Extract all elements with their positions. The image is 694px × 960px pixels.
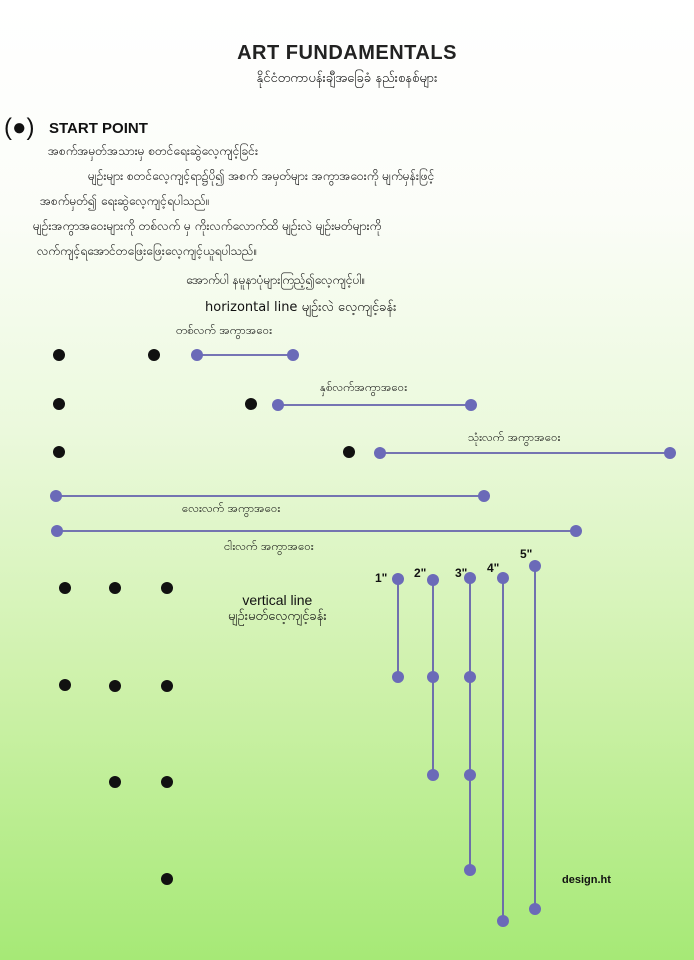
black-dot — [109, 582, 121, 594]
vertical-length-label: 4" — [487, 561, 500, 575]
horizontal-distance-label: နှစ်လက်အကွာအဝေး — [320, 380, 408, 394]
line-endpoint — [50, 490, 62, 502]
vertical-caption-en: vertical line — [242, 592, 313, 608]
paragraph-line: လက်ကျင့်ရအောင်တဖြေးဖြေးလေ့ကျင့်ယူရပါသည်။ — [37, 244, 258, 258]
horizontal-distance-label: လေးလက် အကွာအဝေး — [182, 501, 281, 515]
page-subtitle: နိုင်ငံတကာပန်းချီအခြေခံ နည်းစနစ်များ — [256, 71, 438, 86]
line-endpoint — [191, 349, 203, 361]
horizontal-distance-label: သုံးလက် အကွာအဝေး — [468, 430, 561, 444]
black-dot — [59, 679, 71, 691]
black-dot — [245, 398, 257, 410]
paragraph-line: အစက်မှတ်၍ ရေးဆွဲလေ့ကျင့်ရပါသည်။ — [40, 194, 210, 208]
line-midpoint — [464, 769, 476, 781]
page-title: ART FUNDAMENTALS — [237, 42, 457, 64]
black-dot — [161, 680, 173, 692]
line-midpoint — [464, 671, 476, 683]
vertical-caption-mm: မျဉ်းမတ်လေ့ကျင့်ခန်း — [228, 609, 327, 624]
line-endpoint — [464, 572, 476, 584]
black-dot — [59, 582, 71, 594]
credit-text: design.ht — [562, 874, 611, 886]
line-endpoint — [392, 573, 404, 585]
line-endpoint — [529, 560, 541, 572]
vertical-line-caption: vertical line မျဉ်းမတ်လေ့ကျင့်ခန်း — [228, 592, 327, 627]
black-dot — [148, 349, 160, 361]
horizontal-distance-label: ငါးလက် အကွာအဝေး — [224, 539, 314, 553]
line-endpoint — [392, 671, 404, 683]
black-dot — [161, 776, 173, 788]
black-dot — [343, 446, 355, 458]
line-endpoint — [427, 769, 439, 781]
paragraph-line: မျဉ်းအကွာအဝေးများကို တစ်လက် မှ ကိုးလက်လေ… — [33, 219, 382, 233]
paragraph-line: မျဉ်းများ စတင်လေ့ကျင့်ရာ၌ပို၍ အစက် အမှတ်… — [88, 169, 435, 183]
horizontal-line-caption: horizontal line မျဉ်းလဲ လေ့ကျင့်ခန်း — [205, 300, 397, 315]
line-endpoint — [478, 490, 490, 502]
section-heading: START POINT — [49, 120, 148, 137]
black-dot — [53, 446, 65, 458]
paragraph-line: အစက်အမှတ်အသားမှ စတင်ရေးဆွဲလေ့ကျင့်ခြင်း — [48, 144, 259, 158]
black-dot — [161, 582, 173, 594]
line-endpoint — [497, 915, 509, 927]
line-endpoint — [427, 574, 439, 586]
line-endpoint — [287, 349, 299, 361]
black-dot — [109, 776, 121, 788]
line-endpoint — [497, 572, 509, 584]
black-dot — [53, 398, 65, 410]
line-endpoint — [664, 447, 676, 459]
line-endpoint — [570, 525, 582, 537]
line-endpoint — [529, 903, 541, 915]
line-midpoint — [427, 671, 439, 683]
line-endpoint — [51, 525, 63, 537]
line-endpoint — [465, 399, 477, 411]
black-dot — [109, 680, 121, 692]
black-dot — [53, 349, 65, 361]
black-dot — [161, 873, 173, 885]
vertical-length-label: 1" — [375, 571, 388, 585]
line-endpoint — [374, 447, 386, 459]
line-endpoint — [464, 864, 476, 876]
paragraph-line: အောက်ပါ နမူနာပုံများကြည့်၍လေ့ကျင့်ပါ။ — [186, 273, 366, 287]
horizontal-distance-label: တစ်လက် အကွာအဝေး — [176, 323, 273, 337]
start-point-marker: (●) — [4, 114, 35, 141]
vertical-length-label: 2" — [414, 566, 427, 580]
vertical-length-label: 5" — [520, 547, 533, 561]
line-endpoint — [272, 399, 284, 411]
